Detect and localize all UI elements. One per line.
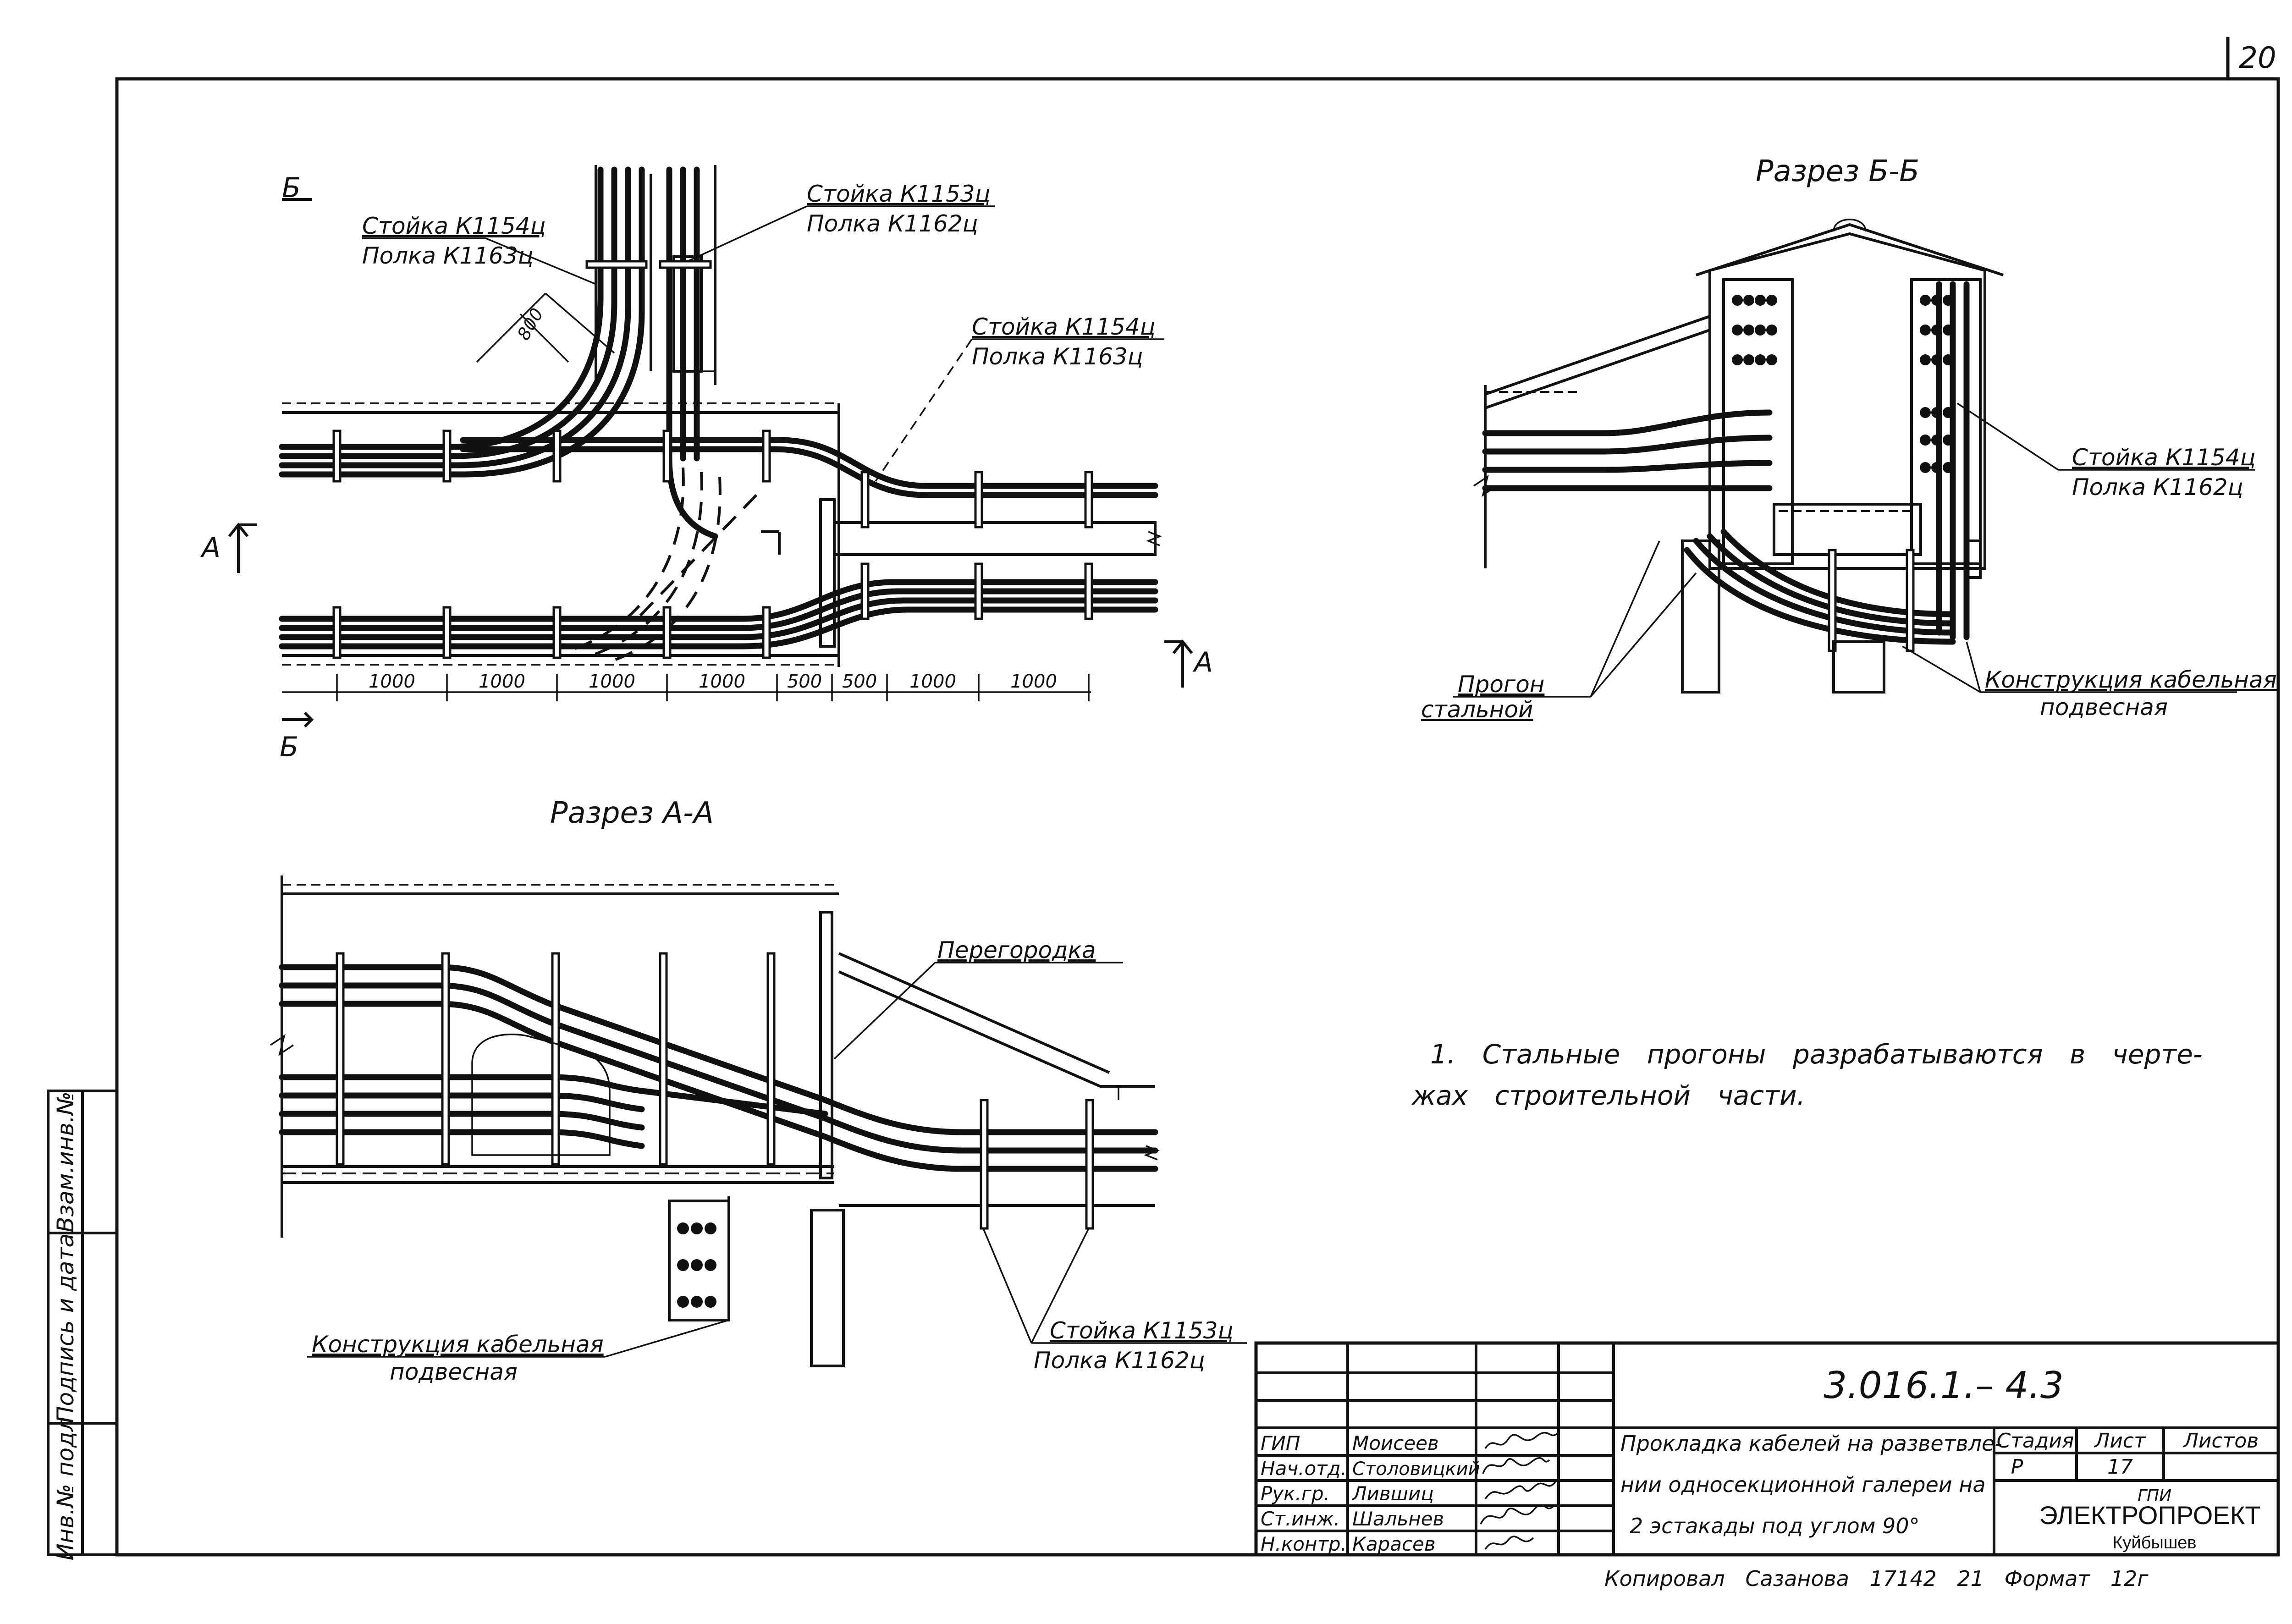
title-line-3: 2 эстакады под углом 90° [1630,1514,1920,1538]
plan-dim-label: 1000 [909,671,956,692]
side-stamp-inv-podl: Инв.№ подл [52,1417,79,1560]
section-bb-konstrukciya-line1: Конструкция кабельная [1985,666,2277,693]
section-bb-progon-line1: Прогон [1458,671,1544,698]
plan-dim-800: 800 [513,305,547,344]
signature-role: Н.контр. [1261,1533,1347,1555]
plan-callout-polka-1163-right: Полка К1163ц [972,343,1143,370]
section-bb-title: Разрез Б-Б [1756,154,1919,188]
plan-dim-label: 1000 [589,671,635,692]
section-aa-konstrukciya-line2: подвесная [390,1359,518,1385]
section-aa-leaders [307,962,1247,1358]
title-block [1254,1341,2280,1557]
side-stamp-podpis-data: Подпись и дата [52,1233,79,1423]
signature-role: Нач.отд. [1261,1457,1347,1480]
section-bb-polka: Полка К1162ц [2072,474,2243,501]
page-number: 20 [2239,41,2276,75]
plan-view [228,165,1193,728]
plan-callout-stoyka-1153-top: Стойка К1153ц [807,181,991,207]
sheet-frame [115,37,2280,1557]
signature-name: Шальнев [1352,1508,1444,1530]
doc-code: 3.016.1.– 4.3 [1824,1364,2063,1407]
sheet-header: Лист [2094,1429,2146,1453]
section-aa-konstrukciya-line1: Конструкция кабельная [312,1331,604,1358]
plan-dim-label: 1000 [479,671,525,692]
signature-name: Столовицкий [1352,1459,1480,1480]
plan-callout-stoyka-1154-right: Стойка К1154ц [972,314,1156,340]
stage-header: Стадия [1997,1429,2074,1453]
signature-role: Ст.инж. [1261,1508,1340,1530]
plan-mark-b-bottom: Б [280,731,298,763]
plan-dim-label: 1000 [699,671,745,692]
plan-callout-polka-1162-top: Полка К1162ц [807,210,978,237]
plan-callout-stoyka-1154-left: Стойка К1154ц [362,213,546,239]
signature-rows: ГИП Моисеев Нач.отд. Столовицкий Рук.гр.… [1261,1432,1480,1555]
plan-dimension-labels: 1000 1000 1000 1000 500 500 1000 1000 [369,671,1057,692]
plan-callout-leaders [362,205,1164,482]
plan-mark-b-top: Б [282,172,301,204]
signature-name: Карасев [1352,1533,1436,1555]
sheet-value: 17 [2107,1455,2133,1479]
handwritten-signatures [1480,1431,1559,1550]
title-line-1: Прокладка кабелей на разветвле- [1620,1431,2002,1456]
plan-dim-label: 1000 [1010,671,1057,692]
side-stamp [47,1090,118,1556]
signature-role: ГИП [1261,1432,1300,1454]
title-line-2: нии односекционной галереи на [1620,1472,1986,1497]
section-bb-leaders [1453,402,2255,698]
plan-mark-a-right: А [1192,646,1213,678]
footer-copy-note: Копировал Сазанова 17142 21 Формат 12г [1604,1566,2149,1591]
sheets-header: Листов [2182,1429,2259,1453]
note-line-2: жах строительной части. [1411,1080,1805,1111]
plan-dim-label: 500 [842,671,877,692]
section-bb-progon-line2: стальной [1421,696,1533,723]
plan-callout-polka-1163-left: Полка К1163ц [362,242,534,269]
section-bb-konstrukciya-line2: подвесная [2040,694,2168,721]
signature-name: Моисеев [1352,1432,1439,1454]
section-aa-polka: Полка К1162ц [1034,1347,1205,1374]
plan-dim-label: 500 [787,671,822,692]
section-aa-title: Разрез А-А [550,796,714,830]
signature-name: Лившиц [1351,1482,1434,1505]
note-line-1: 1. Стальные прогоны разрабатываются в че… [1430,1039,2203,1070]
org-prefix: ГПИ [2138,1486,2171,1505]
stage-value: Р [2011,1455,2023,1479]
side-stamp-vzam-inv: Взам.инв.№ [52,1091,79,1233]
section-aa-drawing [270,875,1160,1367]
section-bb-drawing [1473,219,2004,694]
section-aa-stoyka: Стойка К1153ц [1050,1317,1234,1344]
section-bb-stoyka: Стойка К1154ц [2072,444,2256,471]
section-aa-peregorodka: Перегородка [937,937,1096,963]
plan-dim-label: 1000 [369,671,415,692]
plan-mark-a-left: А [200,532,220,564]
signature-role: Рук.гр. [1261,1482,1330,1505]
org-city: Куйбышев [2112,1533,2196,1552]
org-name: ЭЛЕКТРОПРОЕКТ [2039,1501,2260,1530]
